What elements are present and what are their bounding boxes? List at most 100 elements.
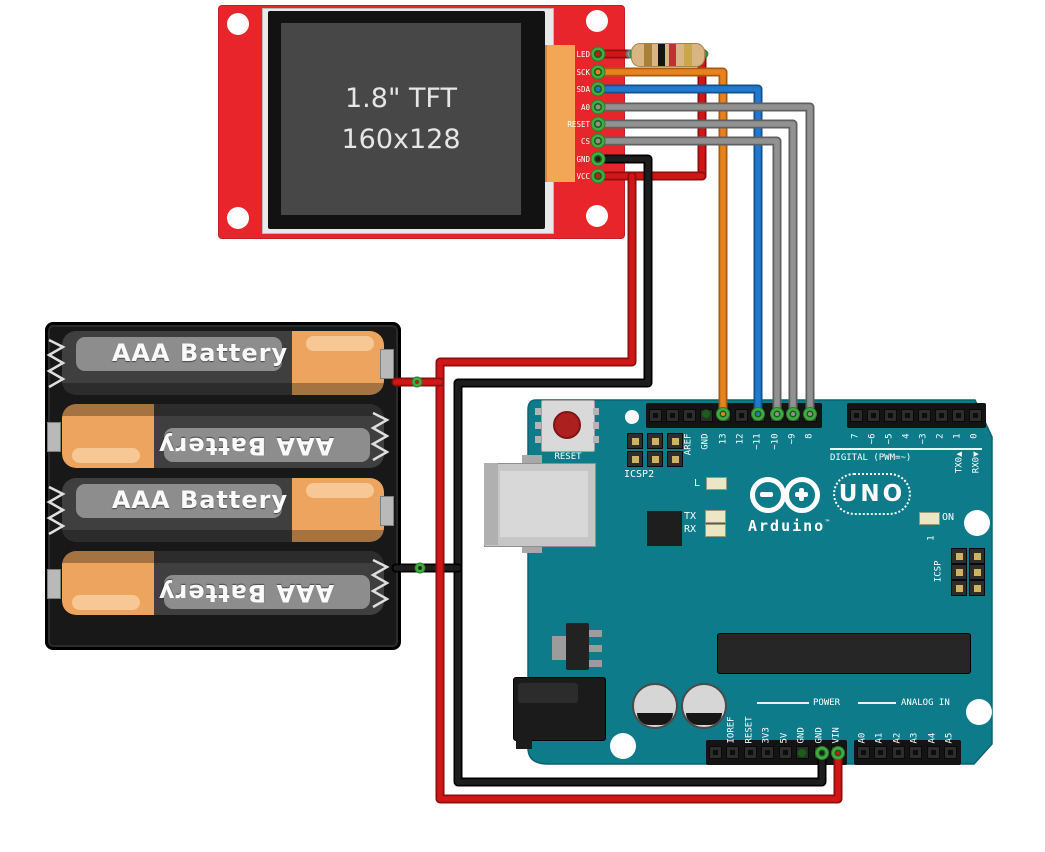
connector-ring[interactable] — [590, 64, 606, 80]
battery-contact-tab — [380, 496, 394, 526]
header-pin-3[interactable] — [917, 409, 931, 422]
connector-ring[interactable] — [590, 151, 606, 167]
atmega-chip — [717, 633, 971, 674]
tft-pin-label-a0: A0 — [580, 103, 590, 112]
icsp-pin[interactable] — [969, 580, 985, 596]
header-pin[interactable] — [648, 409, 662, 422]
logo-minus-icon — [760, 492, 773, 497]
header-pin-a3[interactable] — [908, 746, 922, 759]
brand-text: Arduino — [748, 517, 826, 535]
tft-pin-label-gnd: GND — [576, 155, 590, 164]
battery-contact-tab — [47, 422, 61, 452]
tft-screen: 1.8" TFT 160x128 — [281, 23, 521, 215]
connector-ring[interactable] — [590, 168, 606, 184]
connector-ring[interactable] — [414, 562, 426, 574]
wire-gnd-black[interactable] — [453, 154, 827, 787]
header-pin-reset[interactable] — [743, 746, 757, 759]
tft-mount-hole — [586, 205, 608, 227]
resistor-band-3 — [669, 44, 676, 66]
wire-a0-gray[interactable] — [593, 102, 815, 421]
reset-button-tab — [535, 408, 541, 415]
header-pin-5[interactable] — [883, 409, 897, 422]
header-pin-5v[interactable] — [778, 746, 792, 759]
icsp-pin[interactable] — [667, 451, 683, 467]
wire-reset-gray[interactable] — [593, 119, 798, 421]
battery-cap-highlight — [306, 483, 374, 498]
wire-sck-orange[interactable] — [593, 67, 728, 421]
header-pin-6[interactable] — [866, 409, 880, 422]
wire-cs-gray[interactable] — [593, 136, 782, 421]
icsp-pin[interactable] — [951, 564, 967, 580]
battery-aaa-3[interactable]: AAA Battery — [62, 478, 384, 542]
resistor-band-4 — [684, 44, 692, 66]
connector-ring[interactable] — [770, 407, 784, 421]
led-rx — [705, 524, 726, 537]
icsp-pin[interactable] — [647, 433, 663, 449]
wire-sda-blue[interactable] — [593, 84, 763, 421]
regulator-lead — [589, 660, 602, 667]
header-pin-aref[interactable] — [682, 409, 696, 422]
connector-ring[interactable] — [815, 746, 829, 760]
icsp-pin[interactable] — [667, 433, 683, 449]
icsp-pin[interactable] — [627, 451, 643, 467]
header-pin-a2[interactable] — [891, 746, 905, 759]
uno-model-badge: UNO — [833, 473, 911, 515]
header-pin-3v3[interactable] — [760, 746, 774, 759]
battery-spring — [46, 485, 66, 536]
reset-button-tab — [593, 422, 599, 429]
analog-silk-line — [858, 702, 896, 704]
connector-ring[interactable] — [716, 407, 730, 421]
connector-ring[interactable] — [590, 116, 606, 132]
led-rx-label: RX — [684, 524, 697, 535]
reset-button-cap[interactable] — [553, 411, 581, 439]
brand-tm: ™ — [825, 518, 830, 527]
header-pin-12[interactable] — [734, 409, 748, 422]
header-pin-1[interactable] — [951, 409, 965, 422]
icsp-pin[interactable] — [951, 580, 967, 596]
resistor[interactable] — [631, 43, 705, 67]
barrel-jack-tab — [516, 739, 532, 749]
battery-aaa-1[interactable]: AAA Battery — [62, 331, 384, 395]
led-on-label: ON — [942, 512, 955, 523]
connector-ring[interactable] — [590, 133, 606, 149]
connector-ring[interactable] — [786, 407, 800, 421]
connector-ring[interactable] — [831, 746, 845, 760]
reset-button-tab — [535, 436, 541, 443]
reset-button-tab — [535, 422, 541, 429]
header-pin-2[interactable] — [934, 409, 948, 422]
connector-ring[interactable] — [590, 99, 606, 115]
voltage-regulator — [566, 623, 589, 670]
header-pin[interactable] — [665, 409, 679, 422]
header-pin-a1[interactable] — [873, 746, 887, 759]
reset-label: RESET — [554, 452, 582, 462]
led-l-label: L — [694, 478, 701, 489]
icsp-pin[interactable] — [969, 548, 985, 564]
icsp-pin[interactable] — [647, 451, 663, 467]
connector-ring[interactable] — [751, 407, 765, 421]
icsp-pin[interactable] — [951, 548, 967, 564]
header-pin-a5[interactable] — [943, 746, 957, 759]
header-pin-a4[interactable] — [926, 746, 940, 759]
header-pin-4[interactable] — [900, 409, 914, 422]
header-pin[interactable] — [708, 746, 722, 759]
tft-mount-hole — [227, 207, 249, 229]
header-pin-ioref[interactable] — [725, 746, 739, 759]
reset-button-tab — [593, 436, 599, 443]
mount-hole — [610, 733, 636, 759]
header-pin-a0[interactable] — [856, 746, 870, 759]
connector-ring[interactable] — [590, 81, 606, 97]
tft-pin-label-led: LED — [576, 50, 590, 59]
usb-connector-edge — [484, 463, 498, 545]
connector-ring[interactable] — [803, 407, 817, 421]
connector-ring[interactable] — [411, 376, 423, 388]
wire-power-red[interactable] — [435, 171, 843, 804]
usb-connector-face — [500, 471, 588, 537]
connector-ring[interactable] — [590, 46, 606, 62]
header-pin-0[interactable] — [968, 409, 982, 422]
battery-contact-tab — [380, 349, 394, 379]
icsp-pin[interactable] — [627, 433, 643, 449]
header-pin-7[interactable] — [849, 409, 863, 422]
icsp-pin[interactable] — [969, 564, 985, 580]
resistor-band-2 — [658, 44, 665, 66]
led-tx — [705, 510, 726, 523]
